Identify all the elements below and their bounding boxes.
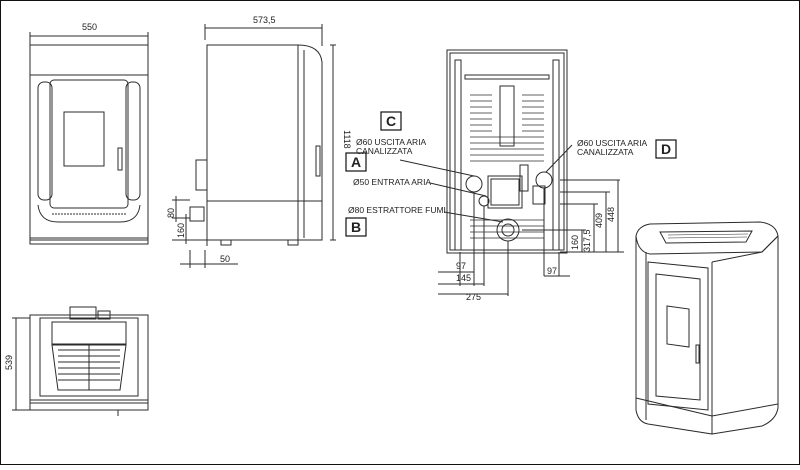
dim-160: 160 — [570, 235, 580, 250]
front-width-label: 550 — [82, 22, 97, 32]
letter-box-a: A — [345, 152, 367, 172]
label-c-line1: Ø60 USCITA ARIA — [356, 137, 427, 147]
dim-left-97: 97 — [456, 261, 466, 271]
dim-409: 409 — [594, 213, 604, 228]
isometric-view — [635, 221, 779, 435]
side-depth-label: 573,5 — [253, 15, 276, 25]
side-height-label: 1118 — [342, 130, 352, 149]
label-b: Ø80 ESTRATTORE FUMI — [348, 205, 446, 215]
svg-text:B: B — [351, 219, 361, 235]
top-depth-label: 539 — [4, 355, 14, 370]
top-view — [12, 306, 149, 416]
rear-view — [399, 49, 624, 296]
letter-box-d: D — [655, 139, 677, 159]
svg-text:A: A — [351, 154, 361, 170]
dim-448: 448 — [606, 207, 616, 222]
letter-box-c: C — [380, 111, 402, 131]
letter-box-b: B — [345, 217, 367, 237]
side-outlet-160-label: 160 — [176, 223, 186, 238]
label-c-line2: CANALIZZATA — [356, 146, 413, 156]
svg-text:C: C — [386, 113, 396, 129]
label-d-line1: Ø60 USCITA ARIA — [577, 138, 648, 148]
side-offset-50-label: 50 — [220, 254, 230, 264]
dim-145: 145 — [456, 273, 471, 283]
side-view — [172, 24, 336, 268]
dim-317-5: 317,5 — [582, 229, 592, 252]
dim-right-97: 97 — [547, 266, 557, 276]
side-outlet-80-label: 80 — [166, 208, 176, 218]
label-d-line2: CANALIZZATA — [577, 147, 634, 157]
svg-text:D: D — [661, 141, 671, 157]
label-a: Ø50 ENTRATA ARIA — [353, 177, 431, 187]
dim-275: 275 — [466, 292, 481, 302]
front-view — [29, 32, 149, 245]
